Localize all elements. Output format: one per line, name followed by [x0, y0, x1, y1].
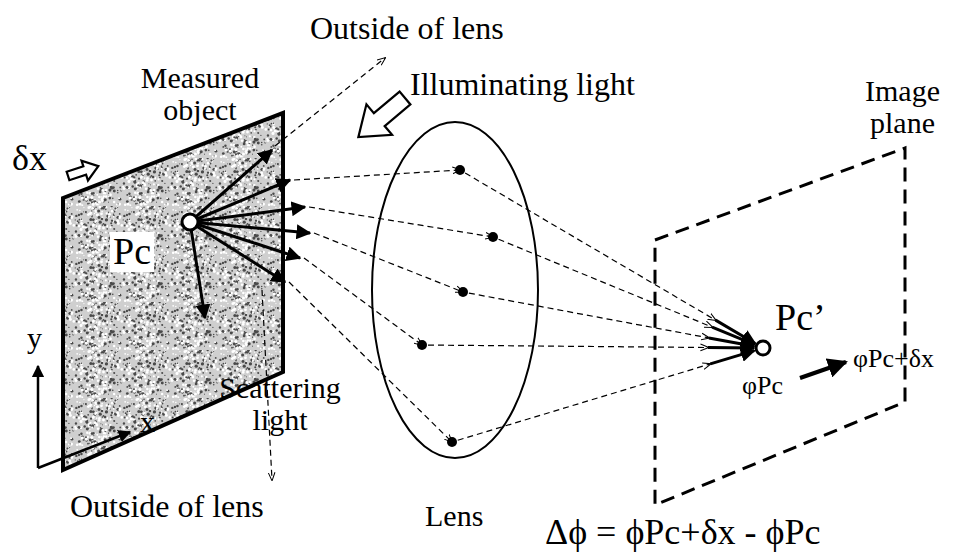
speckle-surface: [63, 113, 283, 470]
axis-label: x: [140, 406, 155, 438]
plane-label: Image plane: [840, 75, 965, 138]
dashed-ray: [465, 173, 715, 320]
axis-label: y: [27, 322, 42, 354]
lens: Lens: [370, 120, 540, 460]
formula: Δϕ = ϕPc+δx - ϕPc: [545, 514, 821, 552]
scatter-arrow: [709, 338, 754, 346]
shift-arrow: [800, 362, 846, 378]
lens-point: [417, 340, 427, 350]
ray-note: Outside of lens: [70, 490, 264, 524]
scatter-arrow: [710, 351, 754, 364]
lens-point: [458, 287, 468, 297]
ellipse-outline: [370, 120, 540, 460]
dashed-ray: [289, 282, 452, 442]
scatter-label: Scattering light: [205, 372, 355, 435]
displacement-arrow: [65, 156, 102, 186]
illumination-arrow: [346, 83, 418, 153]
image-point-label: Pc’: [775, 298, 826, 338]
phase-label: φPc+δx: [853, 345, 934, 372]
dashed-ray: [304, 258, 422, 345]
phase-label: φPc: [742, 372, 783, 399]
dashed-ray: [294, 170, 460, 180]
displacement-label: δx: [12, 140, 47, 178]
light-label: Illuminating light: [410, 68, 635, 102]
lens-outline: [372, 122, 538, 458]
point-marker: [756, 341, 770, 355]
object-label: Measured object: [120, 62, 280, 125]
ray-note: Outside of lens: [310, 12, 504, 46]
dashed-ray: [499, 239, 713, 327]
plane-outline: [655, 148, 905, 505]
dashed-ray: [469, 293, 709, 338]
image-plane: Image planePc’φPcφPc+δx: [653, 140, 907, 508]
dashed-ray: [458, 364, 711, 440]
lens-point: [488, 232, 498, 242]
dashed-ray: [428, 345, 708, 347]
lens-point: [447, 437, 457, 447]
point-marker: [182, 214, 198, 230]
y-axis: [37, 366, 40, 468]
dashed-ray: [309, 207, 493, 237]
dashed-ray: [314, 233, 463, 292]
scatter-arrow: [708, 346, 754, 349]
lens-point: [455, 165, 465, 175]
point-label: Pc: [110, 232, 154, 272]
lens-label: Lens: [425, 500, 483, 532]
